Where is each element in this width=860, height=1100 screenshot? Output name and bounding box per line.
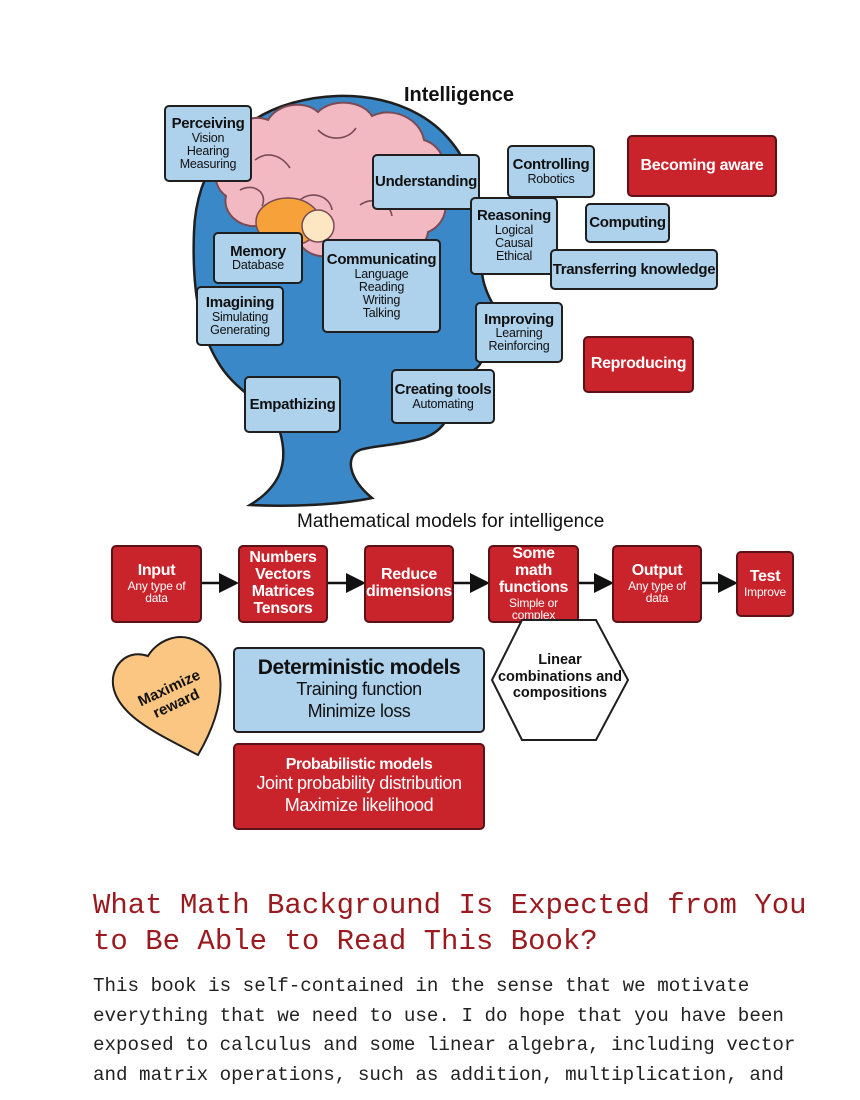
box-becoming-aware: Becoming aware	[627, 135, 777, 197]
flow-input: Input Any type of data	[111, 545, 202, 623]
box-imagining: Imagining Simulating Generating	[196, 286, 284, 346]
flow-math: Some math functions Simple or complex	[488, 545, 579, 623]
box-empathizing: Empathizing	[244, 376, 341, 433]
intelligence-title: Intelligence	[404, 84, 515, 106]
flow-arrows	[201, 573, 738, 593]
flow-test: Test Improve	[736, 551, 794, 617]
box-computing: Computing	[585, 203, 670, 243]
hexagon-text: Linear combinations and compositions	[497, 652, 623, 702]
box-controlling: Controlling Robotics	[507, 145, 595, 198]
box-probabilistic-models: Probabilistic models Joint probability d…	[233, 743, 485, 830]
section-body: This book is self-contained in the sense…	[93, 975, 796, 1086]
flow-output: Output Any type of data	[612, 545, 702, 623]
box-reproducing: Reproducing	[583, 336, 694, 393]
heart-shape	[111, 636, 222, 757]
box-memory: Memory Database	[213, 232, 303, 284]
box-creating-tools: Creating tools Automating	[391, 369, 495, 424]
brain-region-cream	[301, 209, 335, 243]
box-reasoning: Reasoning Logical Causal Ethical	[470, 197, 558, 275]
models-title: Mathematical models for intelligence	[297, 511, 605, 532]
flow-reduce: Reduce dimensions	[364, 545, 454, 623]
section-heading: What Math Background Is Expected from Yo…	[93, 889, 807, 958]
box-transferring-knowledge: Transferring knowledge	[550, 249, 718, 290]
flow-numbers: Numbers Vectors Matrices Tensors	[238, 545, 328, 623]
box-deterministic-models: Deterministic models Training function M…	[233, 647, 485, 733]
box-perceiving: Perceiving Vision Hearing Measuring	[164, 105, 252, 182]
hexagon-shape	[490, 619, 630, 741]
box-improving: Improving Learning Reinforcing	[475, 302, 563, 363]
box-communicating: Communicating Language Reading Writing T…	[322, 239, 441, 333]
box-understanding: Understanding	[372, 154, 480, 210]
